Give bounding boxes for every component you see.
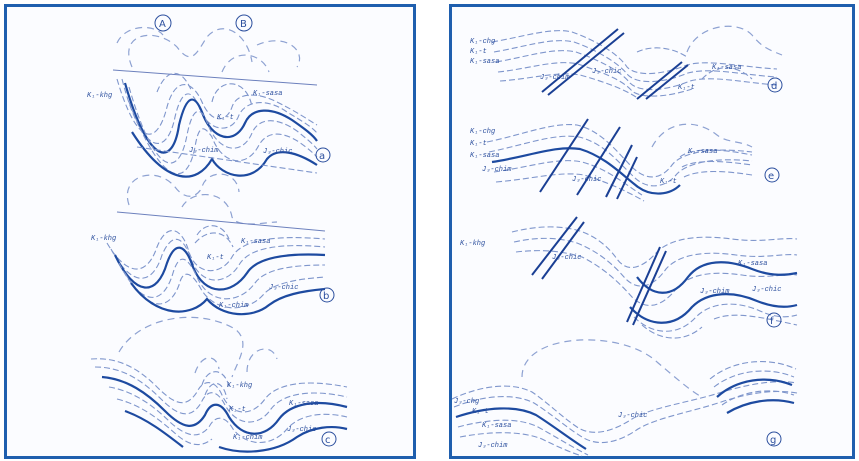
marker-b: B [240, 19, 247, 30]
section-d-label-7: K₁-sasa [712, 64, 741, 72]
section-d-label-4: J₃-chim [540, 74, 570, 82]
section-a-label-5: J₃-chic [263, 148, 292, 156]
section-c-label-1: K₁-khg [227, 382, 252, 390]
section-c-label-3: K₁-t [229, 406, 246, 414]
section-d-label-6: K₁-t [678, 84, 695, 92]
section-a-label-1: K₁-khg [87, 92, 112, 100]
section-e-label-3: K₁-sasa [470, 152, 499, 160]
section-f-label-4: J₃-chim [700, 288, 730, 296]
section-a-label-3: K₁-t [217, 114, 234, 122]
right-panel-drawing: K₁-chg K₁-t K₁-sasa J₃-chim J₃-chic K₁-t… [452, 7, 852, 456]
section-e-label-1: K₁-chg [470, 128, 495, 136]
section-e-label-4: J₃-chim [482, 166, 512, 174]
section-e-drawing [487, 119, 752, 201]
section-e-label-2: K₁-t [470, 140, 487, 148]
section-b-label-5: J₃-chic [269, 284, 298, 292]
section-g-label-1: J₃-chg [454, 398, 479, 406]
section-d-tag: d [771, 81, 777, 92]
section-c-tag: c [325, 435, 331, 446]
section-f-tag: f [770, 316, 774, 327]
section-a-label-4: J₃-chim [189, 147, 219, 155]
section-g-label-3: K₁-sasa [482, 422, 511, 430]
left-figure-panel: A B K₁-khg K₁-sasa K₁-t J₃-chim J₃-chic … [4, 4, 416, 459]
section-f-label-5: J₃-chic [752, 286, 781, 294]
section-c-label-4: K₁-chim [233, 434, 263, 442]
section-g-tag: g [770, 435, 776, 446]
section-g-label-2: K₁-t [472, 408, 489, 416]
section-g-label-5: J₃-chic [618, 412, 647, 420]
section-e-label-7: K₁-sasa [688, 148, 717, 156]
section-b-tag: b [323, 291, 329, 302]
section-e-label-6: K₁-t [660, 178, 677, 186]
right-figure-panel: K₁-chg K₁-t K₁-sasa J₃-chim J₃-chic K₁-t… [449, 4, 855, 459]
section-c-label-2: K₁-sasa [289, 400, 318, 408]
section-a-label-2: K₁-sasa [253, 90, 282, 98]
left-panel-drawing: A B K₁-khg K₁-sasa K₁-t J₃-chim J₃-chic … [7, 7, 413, 456]
section-d-label-1: K₁-chg [470, 38, 495, 46]
section-b-label-3: K₁-t [207, 254, 224, 262]
section-b-label-1: K₁-khg [91, 235, 116, 243]
section-f-label-2: J₃-chic [552, 254, 581, 262]
section-e-tag: e [768, 171, 774, 182]
section-f-label-3: K₁-sasa [738, 260, 767, 268]
section-e-label-5: J₃-chic [572, 176, 601, 184]
section-d-label-3: K₁-sasa [470, 58, 499, 66]
marker-a: A [159, 19, 166, 30]
section-b-label-2: K₁-sasa [241, 238, 270, 246]
section-a-tag: a [319, 151, 325, 162]
section-g-drawing [452, 340, 797, 456]
section-f-label-1: K₁-khg [460, 240, 485, 248]
section-d-drawing [492, 26, 782, 99]
section-b-drawing [107, 174, 325, 314]
section-d-label-5: J₃-chic [592, 68, 621, 76]
section-g-label-4: J₃-chim [478, 442, 508, 450]
section-f-drawing [512, 217, 797, 338]
section-c-label-5: J₃-chic [287, 426, 316, 434]
section-d-label-2: K₁-t [470, 48, 487, 56]
section-b-label-4: K₁-chim [219, 302, 249, 310]
